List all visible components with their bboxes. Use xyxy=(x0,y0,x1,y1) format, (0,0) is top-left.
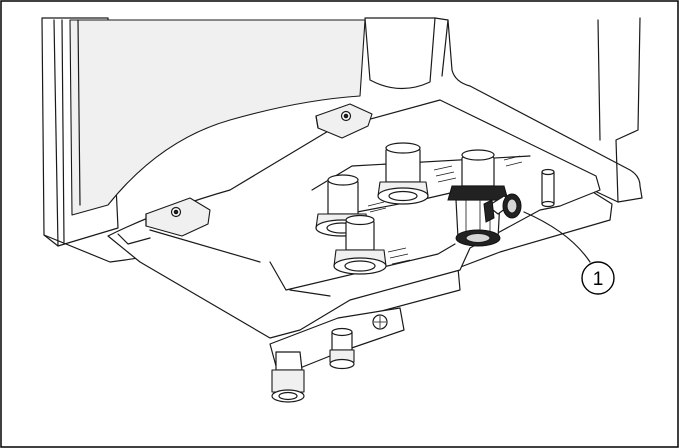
callout-1-label: 1 xyxy=(593,269,604,290)
mounting-bracket-left xyxy=(145,197,211,237)
callout-1-circle xyxy=(581,261,615,295)
lower-fitting-left xyxy=(271,351,305,403)
appliance-housing xyxy=(41,17,643,331)
mounting-bracket-right xyxy=(315,103,373,139)
fitting-lower xyxy=(333,214,387,275)
lower-fitting-right xyxy=(329,327,355,370)
ball-valve xyxy=(447,149,522,247)
callout-1-leader-line xyxy=(523,211,591,263)
callout-1: 1 xyxy=(523,211,615,295)
fitting-upper xyxy=(377,142,429,205)
fitting-middle xyxy=(315,174,369,237)
pipe-stub-right xyxy=(541,168,555,208)
